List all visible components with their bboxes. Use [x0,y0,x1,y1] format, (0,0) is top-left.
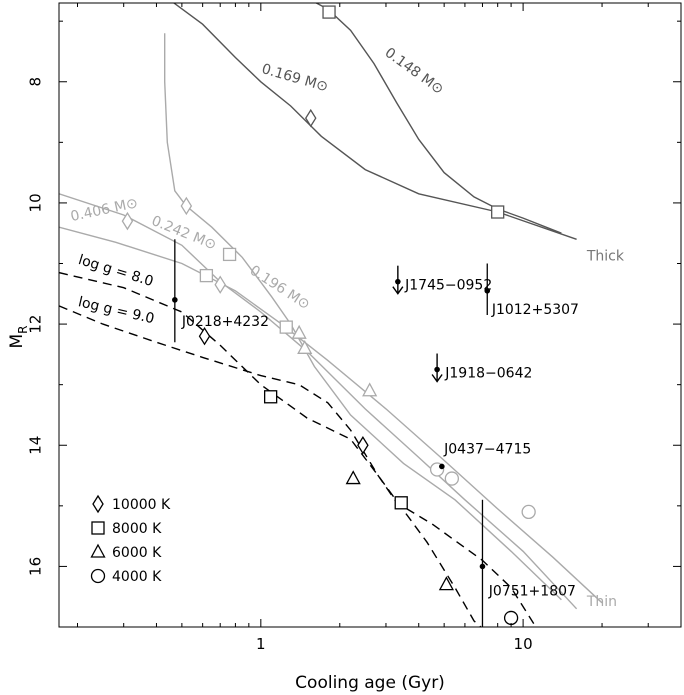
curve-label: Thick [586,248,625,264]
legend: 10000 K 8000 K 6000 K 4000 K [90,494,171,585]
marker-diamond [198,326,211,346]
pulsar-label: J1918−0642 [444,366,532,382]
curve-label: 0.148 M⊙ [382,45,447,98]
pulsar-point [172,297,178,303]
y-tick-label: 16 [27,557,45,576]
curve-label: Thin [586,594,617,610]
y-tick-label: 14 [27,436,45,455]
y-tick-label: 10 [27,193,45,212]
plot-frame [58,2,682,628]
pulsar-label: J0751+1807 [488,584,576,600]
y-tick-label: 8 [27,77,45,87]
pulsar-label: J1012+5307 [491,302,579,318]
axes: 8 10 12 14 16 1 10 [27,3,682,653]
legend-marker-diamond [92,494,104,514]
marker-circle [444,471,460,486]
pulsar-label: J0218+4232 [181,314,269,330]
pulsar-label: J0437−4715 [443,441,531,457]
marker-diamond [121,211,134,231]
y-tick-label: 12 [27,315,45,334]
marker-circle [503,610,519,626]
svg-text:MR: MR [7,325,30,348]
pulsar-point [484,287,491,294]
pulsar-point [434,366,440,373]
x-tick-label: 10 [514,635,533,653]
y-axis-label-sub: R [16,325,30,333]
marker-square [199,268,214,283]
marker-square [222,247,237,262]
marker-square [279,320,293,334]
pulsar-arrow-head [392,286,404,295]
series-line [314,3,562,234]
marker-circle [521,504,536,520]
curve-label: log g = 8.0 [76,252,155,290]
pulsar-point [395,278,401,285]
pulsar-label: J1745−0952 [404,278,492,294]
series-line [59,305,535,625]
marker-diamond [357,436,369,455]
marker-square [322,5,336,19]
marker-triangle [291,324,307,339]
marker-square [394,496,408,510]
x-tick-label: 1 [256,635,266,653]
marker-triangle [345,470,361,485]
marker-triangle [438,576,454,591]
y-axis-label: MR [7,325,30,348]
marker-square [491,205,505,219]
pulsar-point [479,563,486,570]
marker-triangle [297,339,313,354]
x-axis-label: Cooling age (Gyr) [295,673,445,693]
series-line [164,33,562,601]
pulsar-arrow-head [431,374,443,383]
marker-square [263,390,278,404]
marker-diamond [180,196,193,216]
series-line [59,226,603,604]
legend-label: 6000 K [112,545,162,561]
marker-triangle [362,382,378,397]
marker-diamond [214,275,226,294]
curve-label: log g = 9.0 [77,294,156,327]
legend-label: 4000 K [112,569,162,585]
series-line [172,3,577,240]
legend-marker-circle [90,568,106,584]
y-axis-label-main: M [7,334,27,349]
legend-marker-triangle [90,543,106,558]
legend-label: 8000 K [112,521,162,537]
marker-diamond [304,108,317,128]
legend-marker-square [91,521,105,535]
legend-label: 10000 K [112,497,171,513]
pulsar-point [439,463,445,470]
